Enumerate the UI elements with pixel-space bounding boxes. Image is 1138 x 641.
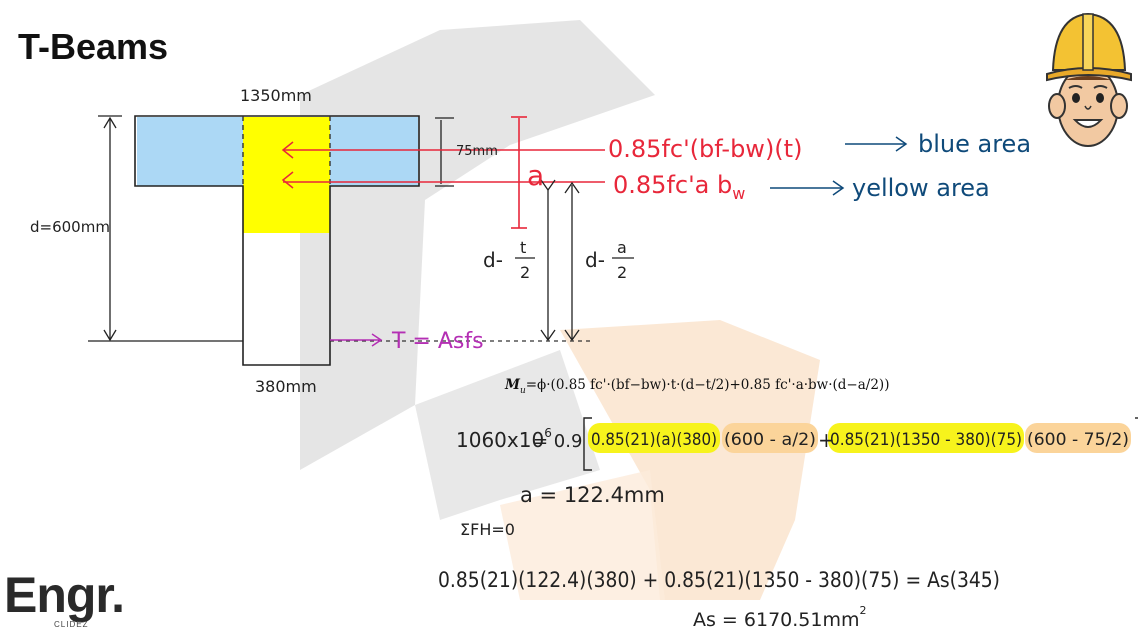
lever-t-prefix: d- bbox=[483, 248, 503, 272]
engineer-avatar bbox=[1046, 12, 1132, 147]
line1-left: 1060x106 bbox=[456, 426, 552, 452]
highlight-orange-1 bbox=[722, 423, 818, 453]
lever-t-denominator: 2 bbox=[520, 263, 530, 282]
logo-sub-text: CLIDEZ bbox=[54, 620, 89, 629]
as-result: As = 6170.51mm2 bbox=[693, 604, 866, 631]
yellow-area bbox=[243, 117, 330, 233]
line1-term2: (600 - a/2) bbox=[724, 430, 816, 450]
lever-a-prefix: d- bbox=[585, 248, 605, 272]
web-width-label: 380mm bbox=[255, 377, 317, 396]
a-depth-label: a bbox=[527, 159, 544, 192]
highlight-yellow-1 bbox=[588, 423, 720, 453]
blue-area-right bbox=[330, 117, 418, 186]
slide-title: T-Beams bbox=[18, 26, 169, 67]
blue-area-left bbox=[137, 117, 243, 186]
yellow-area-label: yellow area bbox=[852, 174, 990, 202]
a-result: a = 122.4mm bbox=[520, 483, 665, 507]
equation-line-1: 1060x106 = 0.9 0.85(21)(a)(380) (600 - a… bbox=[456, 417, 1138, 471]
line1-plus: + bbox=[818, 428, 835, 452]
logo-main-text: Engr. bbox=[4, 567, 125, 623]
line1-term4: (600 - 75/2) bbox=[1027, 430, 1129, 450]
force-yellow-label: 0.85fc'a bw bbox=[613, 171, 745, 203]
line1-term3: 0.85(21)(1350 - 380)(75) bbox=[830, 430, 1022, 450]
equilibrium-line: 0.85(21)(122.4)(380) + 0.85(21)(1350 - 3… bbox=[438, 568, 1000, 592]
moment-formula: Mu=ϕ·(0.85 fc'·(bf−bw)·t·(d−t/2)+0.85 fc… bbox=[504, 377, 889, 396]
flange-thickness-label: 75mm bbox=[456, 144, 498, 159]
t-beam-diagram bbox=[88, 115, 908, 366]
lever-a-denominator: 2 bbox=[617, 263, 627, 282]
lever-t-numerator: t bbox=[520, 238, 526, 257]
line1-term1: 0.85(21)(a)(380) bbox=[591, 430, 717, 450]
highlight-yellow-2 bbox=[828, 423, 1024, 453]
sum-fh: ΣFH=0 bbox=[460, 520, 515, 539]
tension-label: T = Asfs bbox=[391, 329, 484, 354]
highlight-orange-2 bbox=[1025, 423, 1131, 453]
depth-label: d=600mm bbox=[30, 218, 110, 236]
engr-logo: Engr. CLIDEZ bbox=[4, 567, 125, 629]
background-watermark bbox=[300, 20, 820, 600]
line1-eq: = 0.9 bbox=[533, 431, 582, 452]
lever-a-numerator: a bbox=[617, 238, 627, 257]
flange-width-label: 1350mm bbox=[240, 86, 312, 105]
blue-area-label: blue area bbox=[918, 130, 1031, 158]
beam-outline bbox=[134, 115, 420, 366]
force-blue-label: 0.85fc'(bf-bw)(t) bbox=[608, 135, 802, 163]
